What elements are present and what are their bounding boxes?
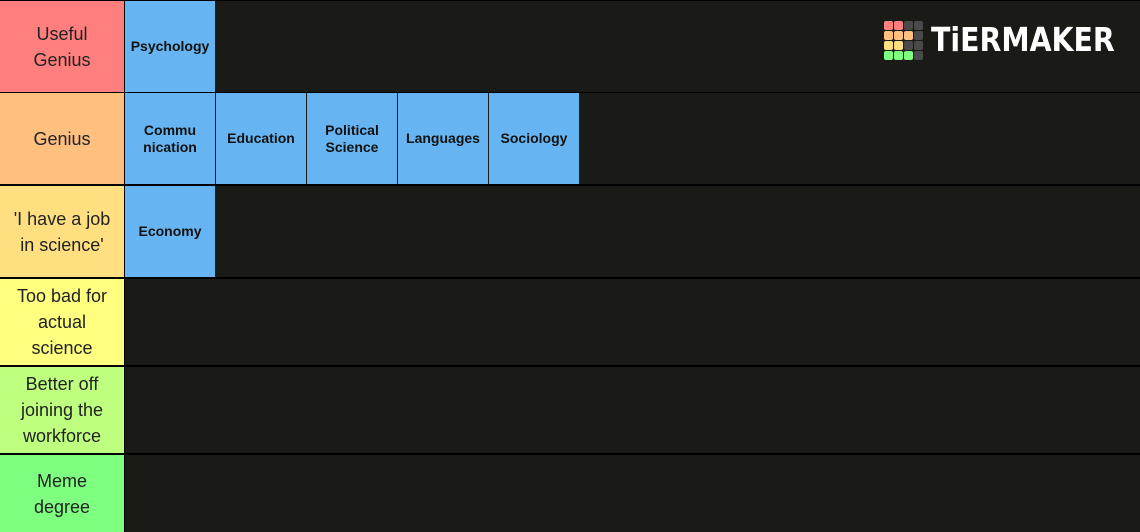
tier-item-card[interactable]: Commu nication bbox=[125, 93, 215, 184]
logo-grid-cell bbox=[894, 50, 903, 60]
tier-item-card[interactable]: Sociology bbox=[489, 93, 579, 184]
logo-grid-cell bbox=[914, 30, 923, 40]
logo-grid-cell bbox=[914, 40, 923, 50]
tier-row: 'I have a job in science' Economy bbox=[0, 186, 1140, 277]
logo-grid-cell bbox=[884, 40, 893, 50]
tier-items-dropzone[interactable]: Economy bbox=[125, 186, 1140, 277]
tier-items-dropzone[interactable] bbox=[125, 455, 1140, 532]
logo-grid-cell bbox=[904, 40, 913, 50]
logo-grid-cell bbox=[914, 50, 923, 60]
logo-grid-cell bbox=[894, 30, 903, 40]
tier-items-dropzone[interactable] bbox=[125, 367, 1140, 453]
logo-grid-cell bbox=[894, 20, 903, 30]
tier-item-card[interactable]: Education bbox=[216, 93, 306, 184]
logo-grid-cell bbox=[894, 40, 903, 50]
tier-row: Better off joining the workforce bbox=[0, 367, 1140, 453]
logo-grid-cell bbox=[914, 20, 923, 30]
tiermaker-logo[interactable]: TiERMAKER bbox=[884, 19, 1140, 61]
logo-grid-cell bbox=[884, 30, 893, 40]
tier-item-card[interactable]: Psychology bbox=[125, 1, 215, 92]
logo-grid-cell bbox=[904, 30, 913, 40]
tier-row: Meme degree bbox=[0, 455, 1140, 532]
logo-grid-cell bbox=[904, 50, 913, 60]
tier-item-card[interactable]: Languages bbox=[398, 93, 488, 184]
logo-grid-icon bbox=[884, 20, 923, 60]
tier-row: Genius Commu nication Education Politica… bbox=[0, 93, 1140, 184]
tier-label[interactable]: 'I have a job in science' bbox=[0, 186, 124, 277]
tier-label[interactable]: Too bad for actual science bbox=[0, 279, 124, 365]
tier-row: Useful Genius Psychology bbox=[0, 1, 1140, 92]
tier-label[interactable]: Meme degree bbox=[0, 455, 124, 532]
tier-items-dropzone[interactable]: Commu nication Education Political Scien… bbox=[125, 93, 1140, 184]
tier-label[interactable]: Better off joining the workforce bbox=[0, 367, 124, 453]
logo-text: TiERMAKER bbox=[931, 20, 1115, 59]
tier-items-dropzone[interactable]: Psychology bbox=[125, 1, 1140, 92]
logo-grid-cell bbox=[904, 20, 913, 30]
tier-label[interactable]: Useful Genius bbox=[0, 1, 124, 92]
tier-items-dropzone[interactable] bbox=[125, 279, 1140, 365]
logo-grid-cell bbox=[884, 50, 893, 60]
logo-grid-cell bbox=[884, 20, 893, 30]
tier-item-card[interactable]: Political Science bbox=[307, 93, 397, 184]
tier-row: Too bad for actual science bbox=[0, 279, 1140, 365]
tier-item-card[interactable]: Economy bbox=[125, 186, 215, 277]
tier-label[interactable]: Genius bbox=[0, 93, 124, 184]
